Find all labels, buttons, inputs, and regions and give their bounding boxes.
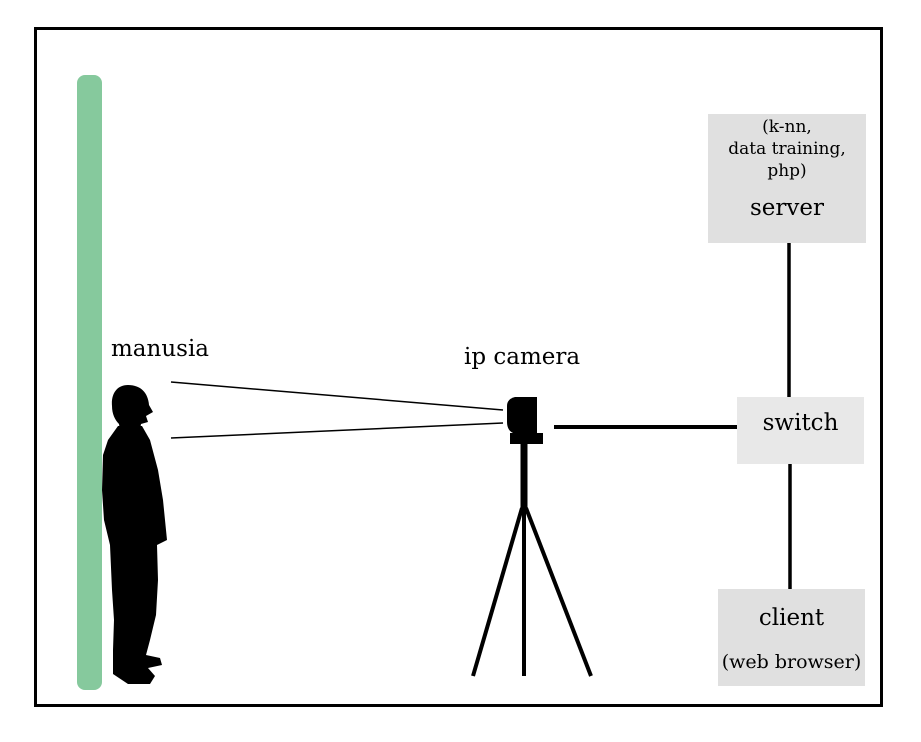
client-label: client: [758, 605, 825, 631]
switch-box: switch: [737, 397, 864, 464]
tripod-icon: [471, 444, 593, 677]
wall-bar: [77, 75, 102, 690]
server-label: server: [749, 195, 824, 221]
person-silhouette-icon: [102, 385, 167, 684]
switch-label: switch: [762, 410, 839, 436]
view-line-top: [170, 381, 504, 411]
server-detail: (k-nn, data training, php): [708, 116, 866, 182]
person-label: manusia: [111, 336, 210, 362]
client-sublabel: (web browser): [721, 651, 862, 673]
client-box: client (web browser): [718, 589, 865, 686]
camera-label: ip camera: [464, 344, 581, 370]
server-detail-line: php): [767, 161, 807, 181]
view-line-bottom: [170, 422, 504, 439]
server-detail-line: data training,: [728, 139, 846, 159]
ip-camera-icon: [507, 397, 543, 444]
server-box: (k-nn, data training, php) server: [708, 114, 866, 243]
server-detail-line: (k-nn,: [762, 117, 812, 137]
